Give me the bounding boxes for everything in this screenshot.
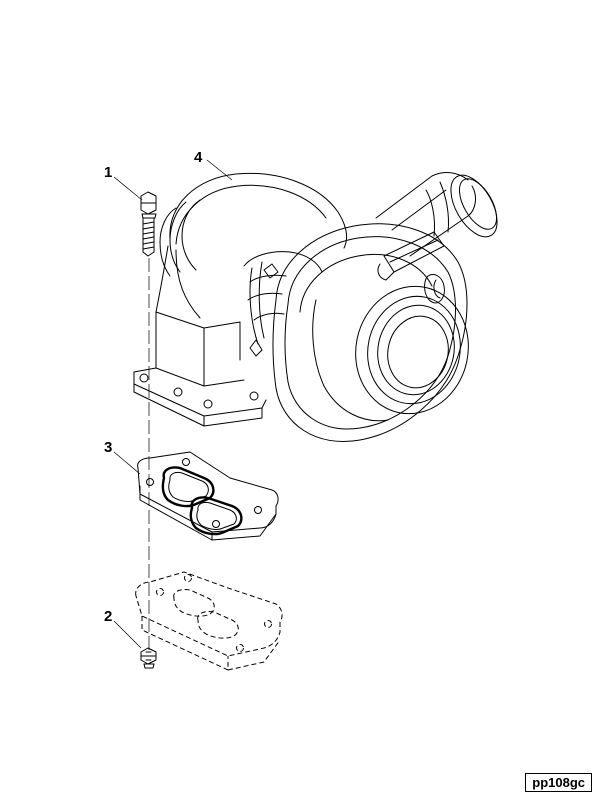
leader-lines [113,159,233,649]
bolt-part-1 [140,191,157,257]
gasket-part-3 [137,451,279,541]
mating-flange-phantom [135,571,283,671]
callout-4-label: 4 [194,149,203,166]
leader-line-4 [206,159,233,181]
turbocharger-part-4 [133,172,498,442]
leader-line-2 [113,620,142,649]
callout-3-label: 3 [104,439,112,456]
callout-2-label: 2 [104,608,112,625]
nut-part-2 [140,647,157,669]
leader-line-3 [113,451,141,475]
leader-line-1 [113,176,143,201]
callout-1-label: 1 [104,164,112,181]
figure-reference-code: pp108gc [525,773,592,792]
